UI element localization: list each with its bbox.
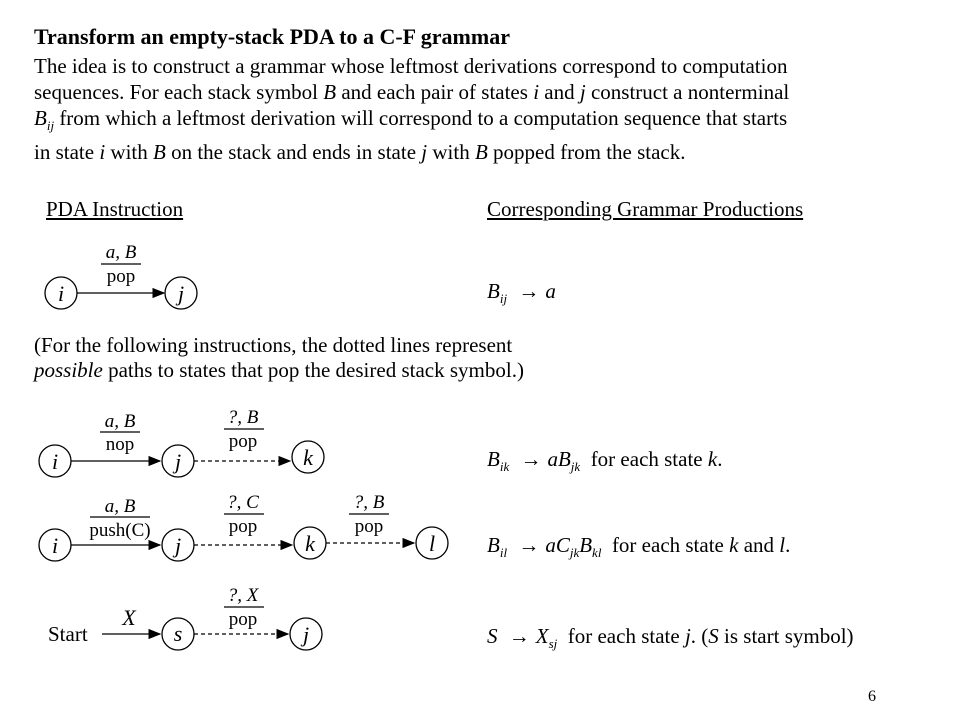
production-4: S →Xsj for each state j. (S is start sym… xyxy=(487,624,854,652)
intro-line-2: sequences. For each stack symbol B and e… xyxy=(34,80,790,104)
edge-label-top: a, B xyxy=(105,496,136,517)
state-label: j xyxy=(172,533,181,558)
state-label: i xyxy=(52,449,58,474)
page-number: 6 xyxy=(868,688,876,705)
state-label: l xyxy=(429,531,435,556)
diagram-3: i a, B push(C) j ?, C pop k ?, B pop l xyxy=(38,492,449,562)
edge-label-top: a, B xyxy=(105,411,136,432)
edge-label-top: a, B xyxy=(106,242,137,263)
state-label: k xyxy=(305,531,316,556)
state-node xyxy=(291,440,325,474)
state-label: j xyxy=(172,449,181,474)
edge-label-bottom: nop xyxy=(106,434,135,455)
edge-label-bottom: push(C) xyxy=(89,520,150,541)
diagram-1: i a, B pop j xyxy=(44,242,198,310)
intro-line-1: The idea is to construct a grammar whose… xyxy=(34,54,788,78)
page-title: Transform an empty-stack PDA to a C-F gr… xyxy=(34,24,510,49)
state-node xyxy=(164,276,198,310)
state-node xyxy=(415,526,449,560)
intro-line-3: Bij from which a leftmost derivation wil… xyxy=(34,106,788,134)
state-label: j xyxy=(300,622,309,647)
edge-label-bottom: pop xyxy=(229,609,258,630)
edge-label-top: ?, X xyxy=(228,585,260,606)
state-label: i xyxy=(58,281,64,306)
header-pda-instruction: PDA Instruction xyxy=(46,197,184,221)
header-grammar-productions: Corresponding Grammar Productions xyxy=(487,197,804,221)
start-label: Start xyxy=(48,622,88,646)
edge-label-bottom: pop xyxy=(355,516,384,537)
state-label: s xyxy=(174,621,183,646)
edge-label-top: ?, C xyxy=(227,492,259,513)
edge-label-top: ?, B xyxy=(228,407,259,428)
production-2: Bik →aBjk for each state k. xyxy=(487,447,723,475)
start-symbol-label: X xyxy=(121,605,137,630)
state-label: j xyxy=(175,281,184,306)
state-label: i xyxy=(52,533,58,558)
edge-label-bottom: pop xyxy=(229,431,258,452)
edge-label-bottom: pop xyxy=(107,266,136,287)
intro-paragraph: The idea is to construct a grammar whose… xyxy=(34,53,914,165)
production-1: Bij →a xyxy=(487,279,556,307)
diagram-4: Start X s ?, X pop j xyxy=(48,585,323,651)
edge-label-top: ?, B xyxy=(354,492,385,513)
intro-line-4: in state i with B on the stack and ends … xyxy=(34,140,686,165)
state-node xyxy=(289,617,323,651)
state-label: k xyxy=(303,445,314,470)
edge-label-bottom: pop xyxy=(229,516,258,537)
diagram-2: i a, B nop j ?, B pop k xyxy=(38,407,325,478)
dotted-lines-note: (For the following instructions, the dot… xyxy=(34,333,524,382)
production-3: Bil →aCjkBkl for each state k and l. xyxy=(487,533,791,561)
